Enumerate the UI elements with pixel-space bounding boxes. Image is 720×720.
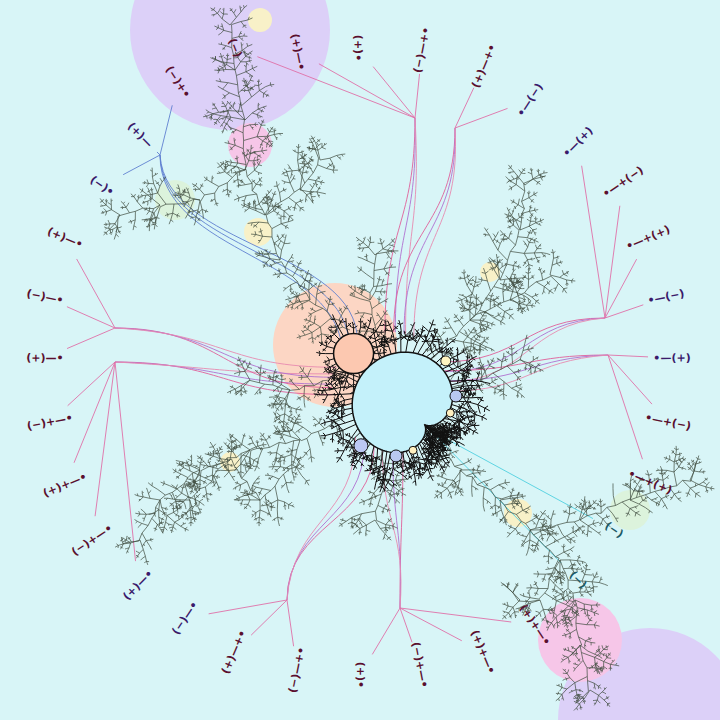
kneading-label: (+)—• [26, 352, 63, 363]
external-ray [394, 128, 455, 332]
kneading-label: (−)—+• [287, 646, 307, 694]
ray-branch [608, 355, 642, 459]
kneading-label: •—(−) [647, 288, 686, 306]
kneading-label: (−)+—• [410, 641, 430, 689]
kneading-label: (−)+—• [26, 412, 74, 432]
kneading-label: (+)• [355, 662, 366, 688]
kneading-label: (+)—• [121, 568, 155, 602]
external-ray [115, 328, 337, 367]
ray-branch [455, 108, 508, 128]
kneading-label: (+)—+• [220, 628, 249, 675]
minor-bulb [446, 409, 454, 417]
ray-branch [67, 307, 115, 328]
ray-branch [608, 355, 652, 404]
kneading-label: (−)—• [170, 599, 200, 636]
ray-branch [400, 608, 511, 622]
kneading-label: (+)+—• [41, 471, 88, 499]
kneading-label: (−)—• [26, 288, 65, 306]
kneading-label: (+)+—• [469, 628, 497, 675]
ray-branch [68, 362, 115, 406]
ray-branch [605, 305, 643, 318]
kneading-label: •—(−) [515, 81, 545, 118]
ray-branch [74, 362, 115, 463]
external-ray [115, 362, 332, 384]
ray-branch [160, 105, 172, 155]
external-ray [160, 155, 343, 356]
ray-branch [605, 206, 620, 318]
ray-branch [400, 608, 412, 642]
kneading-label: •—(+) [653, 352, 690, 363]
ray-branch [257, 57, 415, 118]
minor-bulb [390, 450, 402, 462]
external-ray [414, 128, 456, 337]
external-ray [404, 128, 455, 334]
kneading-label: (−)• [88, 174, 116, 198]
kneading-label: (+)—+• [470, 42, 498, 89]
ray-branch [77, 259, 115, 328]
kneading-label: •—+(+) [624, 224, 671, 252]
period-two-bulb [334, 334, 374, 374]
kneading-label: •—+(−) [601, 164, 646, 199]
kneading-label: (+)• [352, 35, 363, 61]
ray-branch [67, 328, 115, 349]
halo-disc [248, 8, 272, 32]
kneading-label: •—(+) [561, 125, 595, 159]
ray-branch [95, 362, 115, 516]
ray-branch [115, 362, 136, 561]
filament-halo [314, 314, 490, 492]
ray-branch [209, 600, 287, 614]
ray-branch [415, 74, 420, 118]
ray-branch [319, 64, 415, 118]
ray-branch [372, 608, 400, 654]
external-ray [115, 362, 334, 374]
kneading-label: •—+(−) [644, 412, 692, 432]
ray-branch [430, 430, 593, 519]
ray-branch [287, 600, 294, 646]
ray-branch [157, 152, 160, 155]
external-ray [115, 328, 333, 377]
filament-tree [100, 5, 715, 710]
minor-bulb [409, 446, 417, 454]
ray-branch [400, 608, 462, 641]
kneading-label: (+)—• [46, 226, 85, 250]
external-ray [160, 155, 358, 342]
external-ray [287, 437, 356, 600]
kneading-label: (+)— [125, 120, 154, 149]
halo-group [130, 0, 720, 720]
kneading-label: (−)+—• [70, 522, 115, 557]
ray-branch [608, 355, 648, 357]
ray-branch [123, 155, 160, 175]
minor-bulb [441, 356, 451, 366]
minor-bulb [354, 439, 368, 453]
external-ray [115, 362, 332, 395]
external-ray [406, 118, 417, 334]
external-ray [385, 118, 415, 332]
minor-bulb [450, 390, 462, 402]
kneading-label: (−)—+• [412, 26, 432, 74]
ray-group [67, 57, 652, 655]
